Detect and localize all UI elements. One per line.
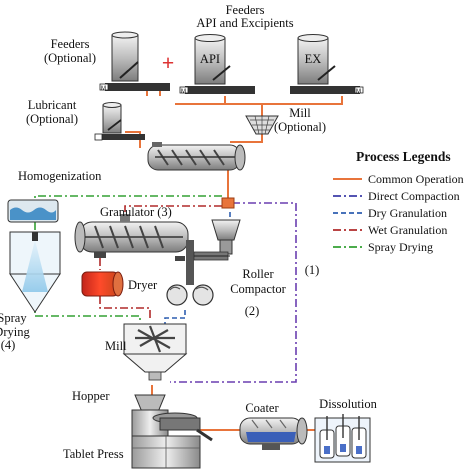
spray-label-line3: (4): [1, 338, 16, 352]
granulator-label: Granulator (3): [100, 205, 172, 219]
coater-label: Coater: [245, 401, 279, 415]
feeder-optional: M: [99, 31, 170, 92]
granulator: [74, 214, 189, 261]
roller-label-line2: Compactor: [230, 282, 286, 296]
legend-item-direct: Direct Compaction: [368, 189, 460, 203]
mill: [122, 323, 188, 381]
homogenization-label: Homogenization: [18, 169, 102, 183]
dry-granulation-line: [164, 212, 231, 325]
route-1-label: (1): [305, 263, 320, 277]
tablet-press: [131, 394, 213, 469]
tablet-press-label: Tablet Press: [63, 447, 124, 461]
plus-sign: +: [162, 50, 175, 75]
feeder-ex: M: [290, 34, 364, 95]
spray-label-line2: Drying: [0, 325, 30, 339]
svg-text:M: M: [181, 89, 186, 95]
dryer-label: Dryer: [128, 278, 158, 292]
legend-item-wet: Wet Granulation: [368, 223, 447, 237]
dissolution: [314, 414, 371, 463]
feeder-lubricant: [94, 102, 145, 141]
feeders-api-title-line2: API and Excipients: [196, 16, 293, 30]
svg-text:M: M: [101, 86, 106, 92]
dissolution-label: Dissolution: [319, 397, 377, 411]
wet-granulation-line: [99, 205, 222, 318]
direct-compaction-line: [170, 202, 297, 383]
legend-title: Process Legends: [356, 149, 451, 164]
mill-optional-line1: Mill: [289, 106, 311, 120]
ex-label: EX: [305, 52, 322, 66]
mill-label: Mill: [105, 339, 127, 353]
dryer: [81, 271, 124, 297]
roller-label-line1: Roller: [242, 267, 274, 281]
mill-optional: [245, 115, 279, 135]
feeders-api-title-line1: Feeders: [226, 3, 265, 17]
common-operation-lines: [125, 89, 343, 431]
feeders-optional-line1: Feeders: [51, 37, 90, 51]
coater: [239, 417, 308, 450]
roller-compactor: [166, 219, 241, 306]
feeder-api: M: [179, 34, 255, 95]
lubricant-line1: Lubricant: [28, 98, 77, 112]
mill-optional-line2: (Optional): [274, 120, 326, 134]
legend-item-dry: Dry Granulation: [368, 206, 447, 220]
roller-label-line3: (2): [245, 304, 260, 318]
hopper-label: Hopper: [72, 389, 110, 403]
api-label: API: [200, 52, 220, 66]
feeders-optional-line2: (Optional): [44, 51, 96, 65]
svg-text:M: M: [356, 89, 361, 95]
lubricant-line2: (Optional): [26, 112, 78, 126]
spray-label-line1: Spray: [0, 311, 27, 325]
homogenization-blender: [147, 142, 246, 171]
legend-item-common: Common Operation: [368, 172, 464, 186]
flow-junction: [221, 197, 235, 209]
legend-item-spray: Spray Drying: [368, 240, 433, 254]
process-legend: Process Legends Common Operation Direct …: [333, 149, 464, 254]
spray-dryer: [7, 199, 61, 313]
